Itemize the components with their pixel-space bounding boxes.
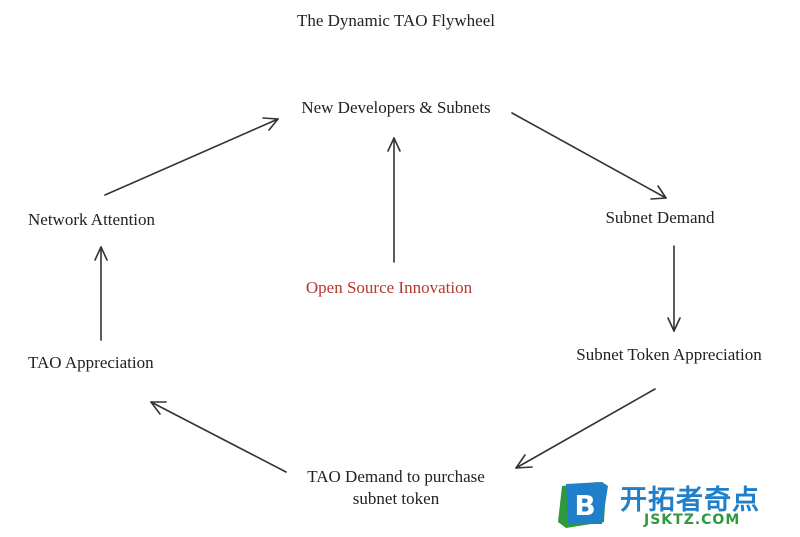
arrow-network-attention-to-developers bbox=[104, 117, 279, 196]
node-tao-demand-line2: subnet token bbox=[352, 489, 440, 508]
node-open-source-innovation: Open Source Innovation bbox=[305, 278, 473, 297]
arrow-developers-to-subnet-demand bbox=[511, 112, 667, 200]
node-tao-demand: TAO Demand to purchase subnet token bbox=[307, 466, 485, 510]
watermark-text: 开拓者奇点 bbox=[620, 485, 760, 516]
node-subnet-token-appreciation: Subnet Token Appreciation bbox=[576, 345, 762, 364]
node-tao-appreciation: TAO Appreciation bbox=[28, 353, 154, 372]
arrow-subnet-demand-to-token-appreciation bbox=[667, 245, 681, 332]
node-tao-demand-line1: TAO Demand to purchase bbox=[307, 467, 485, 486]
diagram-title: The Dynamic TAO Flywheel bbox=[296, 11, 496, 30]
arrow-token-appreciation-to-tao-demand bbox=[515, 388, 656, 469]
node-network-attention: Network Attention bbox=[28, 210, 156, 229]
watermark-logo: B 开拓者奇点 JSKTZ.COM bbox=[558, 478, 800, 537]
arrow-tao-demand-to-tao-appreciation bbox=[150, 401, 287, 473]
watermark-subtext: JSKTZ.COM bbox=[644, 512, 741, 528]
node-new-developers-subnets: New Developers & Subnets bbox=[301, 98, 491, 117]
arrow-tao-appreciation-to-network-attention bbox=[94, 246, 108, 341]
node-subnet-demand: Subnet Demand bbox=[605, 208, 715, 227]
arrow-open-source-to-developers bbox=[387, 137, 401, 263]
watermark-badge-letter: B bbox=[574, 489, 595, 522]
watermark-badge-icon: B bbox=[558, 482, 608, 528]
